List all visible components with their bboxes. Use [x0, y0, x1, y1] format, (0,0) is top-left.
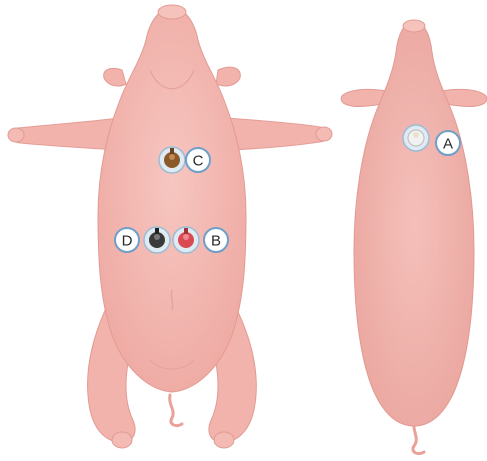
label-b: B	[211, 233, 221, 250]
front-right-leg	[225, 118, 329, 150]
label-a: A	[443, 136, 453, 153]
dorsal-view-pig	[341, 20, 487, 454]
right-ear	[216, 67, 240, 86]
front-right-hoof	[316, 127, 332, 141]
ventral-tail	[170, 395, 182, 426]
label-c: C	[193, 153, 204, 170]
label-b-badge: B	[204, 228, 228, 252]
left-ear	[104, 68, 126, 86]
electrode-a	[403, 125, 429, 151]
ventral-snout	[158, 5, 186, 19]
dorsal-snout	[403, 20, 425, 32]
ventral-view-pig	[8, 5, 332, 448]
ventral-torso	[98, 8, 246, 392]
electrode-b	[173, 227, 199, 253]
dorsal-torso	[354, 22, 474, 426]
label-a-badge: A	[436, 131, 460, 155]
electrode-c	[159, 147, 185, 173]
front-left-leg	[11, 118, 118, 150]
label-c-badge: C	[186, 148, 210, 172]
hind-left-hoof	[112, 432, 132, 448]
label-d: D	[122, 233, 133, 250]
hind-right-hoof	[214, 432, 234, 448]
label-d-badge: D	[115, 228, 139, 252]
electrode-d	[144, 227, 170, 253]
front-left-hoof	[8, 128, 24, 142]
